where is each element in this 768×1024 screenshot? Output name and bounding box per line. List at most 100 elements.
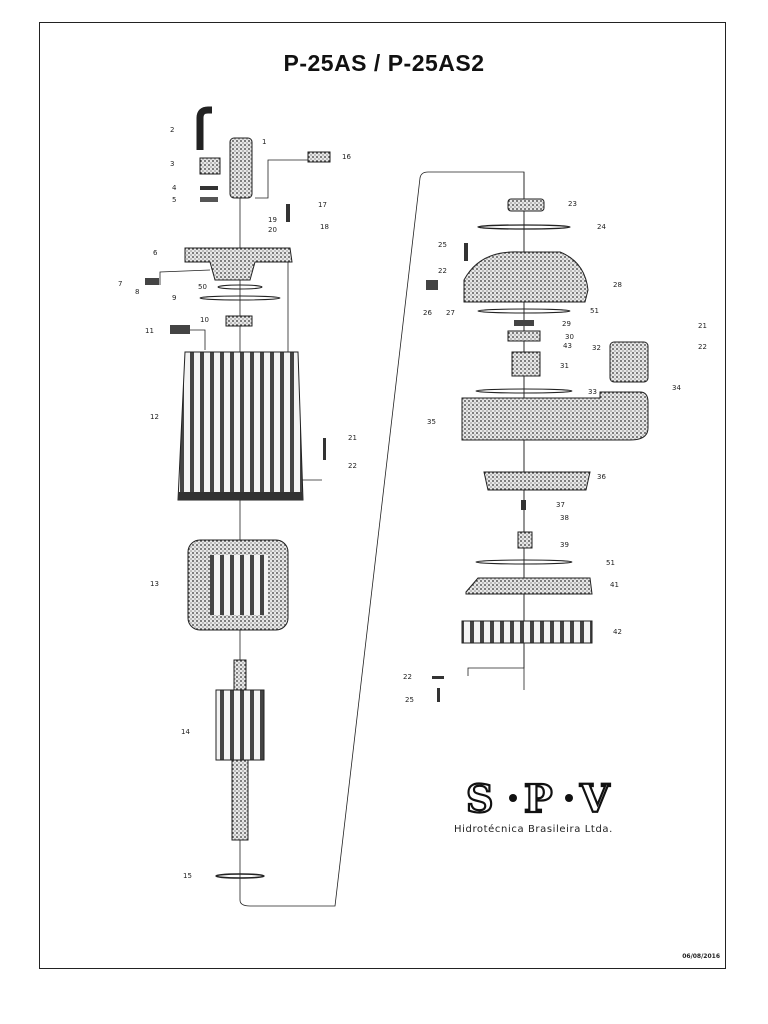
label-27: 27 [446, 309, 455, 317]
label-25: 25 [438, 241, 447, 249]
label-22-left: 22 [348, 462, 357, 470]
label-51-top: 51 [590, 307, 599, 315]
label-4: 4 [172, 184, 177, 192]
label-17: 17 [318, 201, 327, 209]
part-washer-4 [200, 186, 218, 190]
label-15: 15 [183, 872, 192, 880]
label-19: 19 [268, 216, 277, 224]
label-14: 14 [181, 728, 190, 736]
label-18: 18 [320, 223, 329, 231]
part-oring-24 [477, 224, 571, 230]
spv-logo: S P V Hidrotécnica Brasileira Ltda. [454, 775, 613, 835]
part-motor-housing-12 [177, 351, 304, 501]
part-mechanical-seal-31 [511, 351, 541, 377]
label-13: 13 [150, 580, 159, 588]
label-43: 43 [563, 342, 572, 350]
label-35: 35 [427, 418, 436, 426]
label-42: 42 [613, 628, 622, 636]
label-26: 26 [423, 309, 432, 317]
part-oring-15 [215, 873, 265, 879]
part-key-37 [521, 500, 526, 510]
part-volute-35 [461, 391, 649, 441]
label-30: 30 [565, 333, 574, 341]
label-20: 20 [268, 226, 277, 234]
label-22-right-outlet: 22 [698, 343, 707, 351]
label-1: 1 [262, 138, 266, 146]
logo-dot-1 [509, 794, 517, 802]
part-screw-17 [286, 204, 290, 222]
logo-letter-v: V [579, 776, 611, 821]
part-oring-9 [199, 295, 281, 301]
part-stator-13 [187, 539, 289, 631]
part-terminal-7 [145, 278, 159, 285]
label-5: 5 [172, 196, 176, 204]
label-12: 12 [150, 413, 159, 421]
part-oring-33 [475, 388, 573, 394]
part-screw-25-bottom [437, 688, 440, 702]
part-rotor-14 [215, 659, 265, 841]
label-25-bottom: 25 [405, 696, 414, 704]
label-24: 24 [597, 223, 606, 231]
part-outlet-32 [609, 341, 649, 383]
label-10: 10 [200, 316, 209, 324]
print-date: 06/08/2016 [682, 953, 720, 960]
label-21-right: 21 [698, 322, 707, 330]
logo-letter-p: P [524, 776, 553, 821]
part-elbow-2 [196, 106, 212, 150]
label-36: 36 [597, 473, 606, 481]
part-seal-30 [507, 330, 541, 342]
part-nut-39 [517, 531, 533, 549]
part-seal-29 [514, 320, 534, 326]
part-seal-5 [200, 197, 218, 202]
part-oring-51-top [477, 308, 571, 314]
label-2: 2 [170, 126, 174, 134]
part-bolt-21-left [323, 438, 326, 460]
label-6: 6 [153, 249, 158, 257]
part-handle-1 [229, 137, 253, 199]
label-34: 34 [672, 384, 681, 392]
part-pump-body-28 [463, 251, 589, 303]
label-11: 11 [145, 327, 154, 335]
label-50: 50 [198, 283, 207, 291]
label-51-bottom: 51 [606, 559, 615, 567]
label-33: 33 [588, 388, 597, 396]
part-cable-gland-3 [199, 157, 221, 175]
label-28: 28 [613, 281, 622, 289]
label-21-left: 21 [348, 434, 357, 442]
label-22-right: 22 [438, 267, 447, 275]
label-32: 32 [592, 344, 601, 352]
label-39: 39 [560, 541, 569, 549]
part-oring-50 [217, 284, 263, 290]
part-top-cover-6 [184, 247, 293, 281]
label-7: 7 [118, 280, 122, 288]
part-strainer-42 [461, 620, 593, 644]
part-base-41 [465, 577, 593, 595]
part-screw-25 [464, 243, 468, 261]
label-23: 23 [568, 200, 577, 208]
label-16: 16 [342, 153, 351, 161]
company-subtitle: Hidrotécnica Brasileira Ltda. [454, 823, 613, 835]
part-bearing-10 [225, 315, 253, 327]
label-38: 38 [560, 514, 569, 522]
label-3: 3 [170, 160, 174, 168]
label-8: 8 [135, 288, 139, 296]
part-screw-16 [307, 151, 331, 163]
logo-letter-s: S [466, 776, 493, 821]
part-plug-26 [426, 280, 438, 290]
part-impeller-36 [483, 471, 591, 491]
logo-dot-2 [565, 794, 573, 802]
label-29: 29 [562, 320, 571, 328]
part-oring-51-bottom [475, 559, 573, 565]
part-coupling-23 [507, 198, 545, 212]
part-plug-11 [170, 325, 190, 334]
page-title: P-25AS / P-25AS2 [283, 50, 485, 76]
label-41: 41 [610, 581, 619, 589]
part-labels: 1 2 3 4 5 6 7 8 9 10 11 12 13 14 15 16 1… [118, 126, 707, 880]
drawing-border [39, 22, 726, 969]
part-washer-22-bottom [432, 676, 444, 679]
label-9: 9 [172, 294, 176, 302]
label-31: 31 [560, 362, 569, 370]
label-22-bottom: 22 [403, 673, 412, 681]
label-37: 37 [556, 501, 565, 509]
